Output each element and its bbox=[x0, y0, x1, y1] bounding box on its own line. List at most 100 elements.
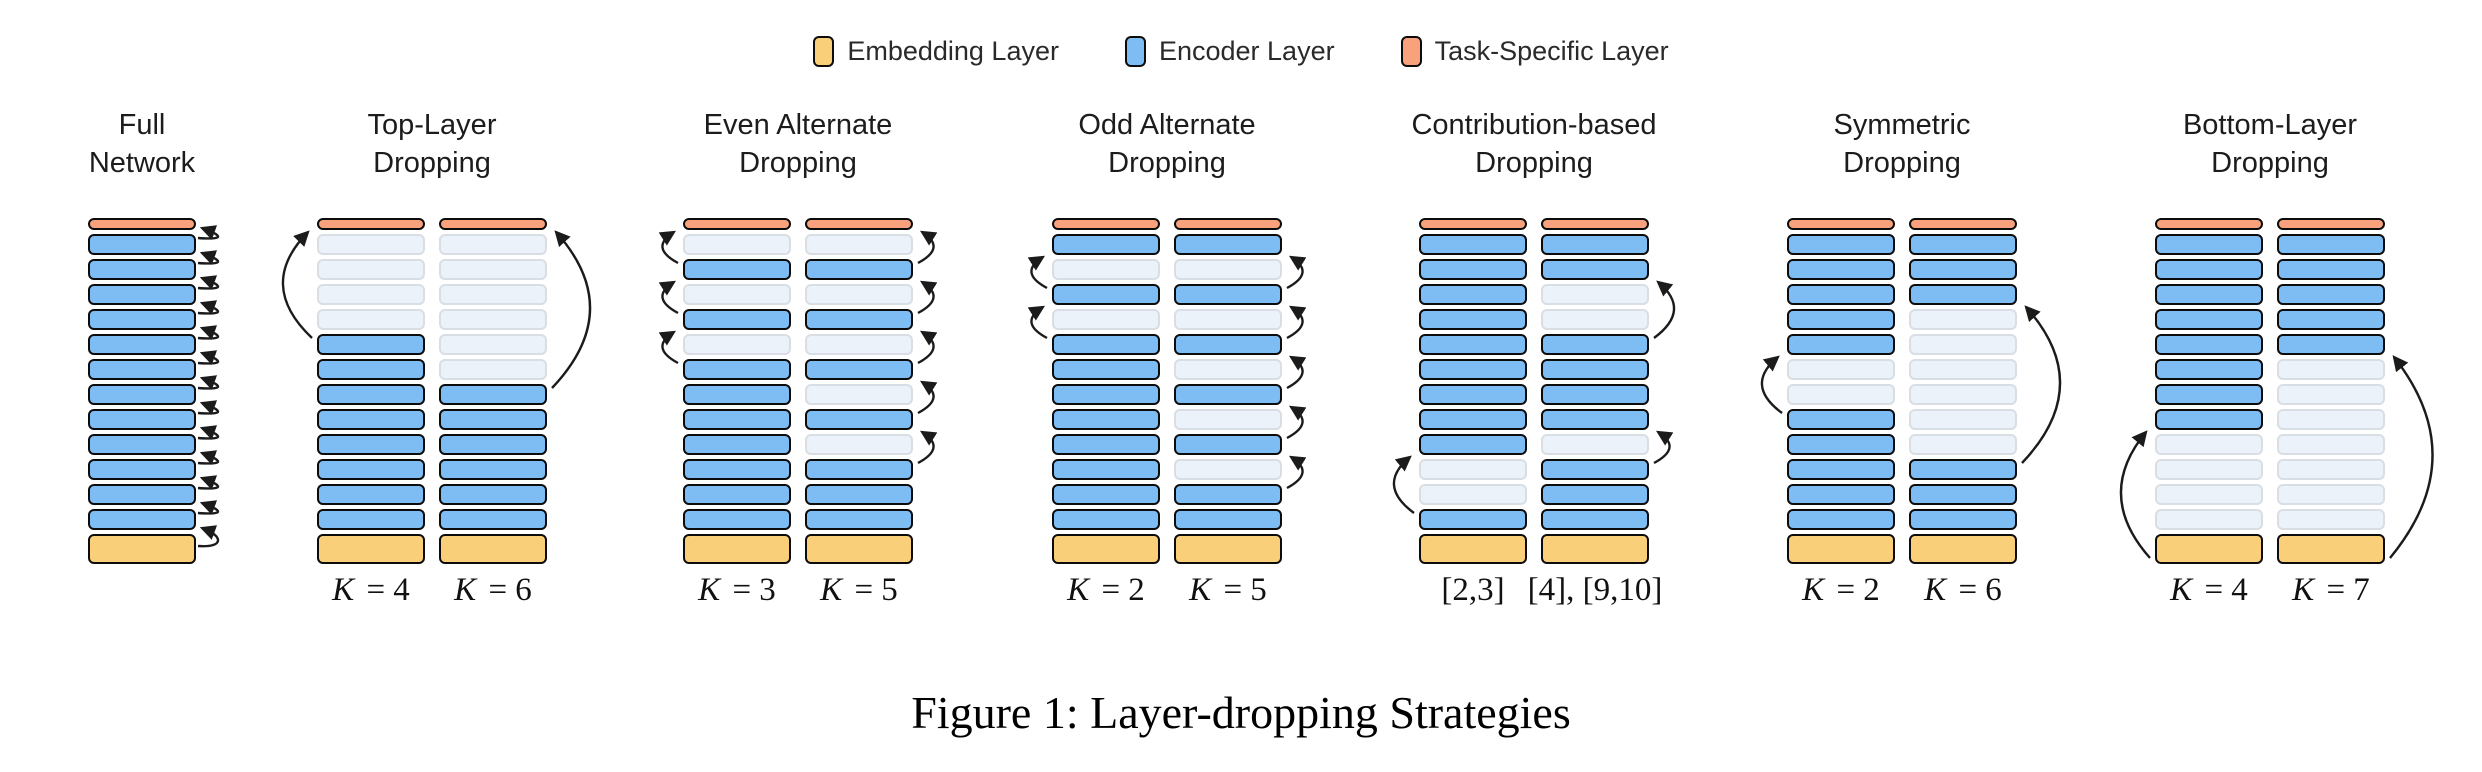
legend-item-embedding: Embedding Layer bbox=[813, 36, 1059, 67]
embedding-layer bbox=[1909, 534, 2017, 564]
encoder-layer bbox=[1787, 484, 1895, 505]
encoder-layer bbox=[88, 284, 196, 305]
encoder-layer bbox=[1052, 484, 1160, 505]
dropped-encoder-layer bbox=[1909, 409, 2017, 430]
dropped-encoder-layer bbox=[1174, 359, 1282, 380]
encoder-layer bbox=[317, 409, 425, 430]
flow-arrow bbox=[197, 400, 220, 415]
embedding-layer bbox=[1419, 534, 1527, 564]
column-title-line: Bottom-Layer bbox=[2182, 109, 2358, 141]
encoder-layer bbox=[2155, 334, 2263, 355]
stack-label: K = 6 bbox=[1924, 572, 2002, 608]
dropped-encoder-layer bbox=[1174, 309, 1282, 330]
encoder-layer bbox=[317, 434, 425, 455]
dropped-encoder-layer bbox=[1541, 309, 1649, 330]
skip-arrow bbox=[917, 430, 938, 465]
encoder-layer bbox=[1174, 334, 1282, 355]
flow-arrow bbox=[197, 525, 220, 548]
encoder-layer bbox=[88, 484, 196, 505]
encoder-layer bbox=[805, 459, 913, 480]
encoder-layer bbox=[1419, 509, 1527, 530]
encoder-layer bbox=[317, 484, 425, 505]
encoder-layer bbox=[1541, 359, 1649, 380]
encoder-layer bbox=[683, 509, 791, 530]
encoder-layer bbox=[1174, 509, 1282, 530]
encoder-layer bbox=[1909, 259, 2017, 280]
encoder-layer bbox=[317, 384, 425, 405]
embedding-layer-swatch-icon bbox=[813, 36, 835, 67]
flow-arrow bbox=[197, 225, 220, 240]
embedding-layer bbox=[2155, 534, 2263, 564]
encoder-layer bbox=[439, 509, 547, 530]
encoder-layer bbox=[1787, 334, 1895, 355]
skip-arrow bbox=[658, 330, 679, 365]
encoder-layer bbox=[2155, 384, 2263, 405]
dropped-encoder-layer bbox=[2277, 359, 2385, 380]
encoder-layer bbox=[1052, 234, 1160, 255]
skip-arrow bbox=[1027, 255, 1048, 290]
dropped-encoder-layer bbox=[805, 384, 913, 405]
encoder-layer bbox=[1909, 509, 2017, 530]
flow-arrow bbox=[197, 250, 220, 265]
dropped-encoder-layer bbox=[1052, 259, 1160, 280]
skip-arrow bbox=[1027, 305, 1048, 340]
encoder-layer bbox=[1541, 509, 1649, 530]
encoder-layer bbox=[1909, 284, 2017, 305]
stack-label: K = 5 bbox=[820, 572, 898, 608]
stack-label: K = 4 bbox=[332, 572, 410, 608]
encoder-layer bbox=[1419, 284, 1527, 305]
flow-arrow bbox=[197, 325, 220, 340]
encoder-layer bbox=[1052, 334, 1160, 355]
dropped-encoder-layer bbox=[683, 234, 791, 255]
flow-arrow bbox=[197, 375, 220, 390]
dropped-encoder-layer bbox=[317, 309, 425, 330]
figure-caption: Figure 1: Layer-dropping Strategies bbox=[911, 687, 1571, 738]
embedding-layer bbox=[88, 534, 196, 564]
encoder-layer bbox=[1787, 284, 1895, 305]
encoder-layer bbox=[1419, 259, 1527, 280]
encoder-layer bbox=[1419, 309, 1527, 330]
encoder-layer bbox=[88, 309, 196, 330]
column-title-line: Odd Alternate bbox=[1078, 109, 1256, 141]
column-title-line: Dropping bbox=[739, 147, 857, 179]
dropped-encoder-layer bbox=[1174, 459, 1282, 480]
encoder-layer bbox=[317, 509, 425, 530]
flow-arrow bbox=[197, 500, 220, 515]
encoder-layer bbox=[88, 384, 196, 405]
dropped-encoder-layer bbox=[805, 334, 913, 355]
dropped-encoder-layer bbox=[805, 284, 913, 305]
stack-label: [2,3] bbox=[1441, 572, 1505, 608]
encoder-layer bbox=[317, 359, 425, 380]
dropped-encoder-layer bbox=[1909, 384, 2017, 405]
dropped-encoder-layer bbox=[2155, 509, 2263, 530]
encoder-layer bbox=[317, 334, 425, 355]
task-specific-layer bbox=[1909, 218, 2017, 230]
legend-item-encoder: Encoder Layer bbox=[1124, 36, 1335, 67]
encoder-layer bbox=[1419, 434, 1527, 455]
dropped-encoder-layer bbox=[2277, 409, 2385, 430]
encoder-layer bbox=[1909, 234, 2017, 255]
skip-arrow bbox=[1286, 455, 1307, 490]
dropped-encoder-layer bbox=[2277, 434, 2385, 455]
skip-arrow bbox=[1286, 355, 1307, 390]
encoder-layer bbox=[1541, 384, 1649, 405]
encoder-layer bbox=[1541, 484, 1649, 505]
column-title-line: Dropping bbox=[373, 147, 491, 179]
skip-arrow bbox=[1286, 405, 1307, 440]
encoder-layer bbox=[317, 459, 425, 480]
stack-label: K = 2 bbox=[1802, 572, 1880, 608]
dropped-encoder-layer bbox=[317, 234, 425, 255]
encoder-layer bbox=[1052, 359, 1160, 380]
encoder-layer bbox=[88, 259, 196, 280]
encoder-layer bbox=[1541, 259, 1649, 280]
encoder-layer bbox=[683, 409, 791, 430]
dropped-encoder-layer bbox=[1909, 334, 2017, 355]
encoder-layer bbox=[2155, 284, 2263, 305]
embedding-layer bbox=[317, 534, 425, 564]
encoder-layer bbox=[805, 259, 913, 280]
encoder-layer bbox=[1052, 384, 1160, 405]
encoder-layer bbox=[2277, 284, 2385, 305]
encoder-layer bbox=[1909, 459, 2017, 480]
